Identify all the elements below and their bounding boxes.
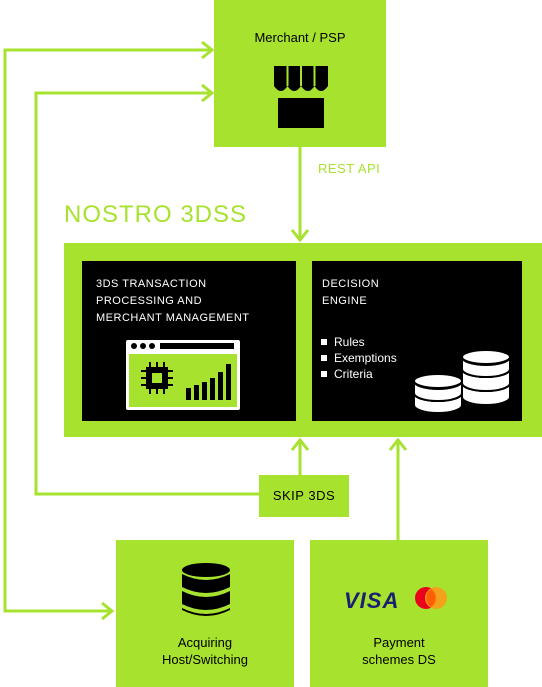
processing-panel: 3DS TRANSACTION PROCESSING AND MERCHANT … [82, 261, 296, 421]
database-icon [182, 563, 230, 616]
database-stack-icon [413, 349, 511, 414]
decision-label: DECISION ENGINE [322, 278, 380, 307]
nostro-title: NOSTRO 3DSS [64, 201, 248, 228]
bullet-criteria: Criteria [321, 366, 397, 382]
skip-3ds-label: SKIP 3DS [272, 488, 336, 503]
skip-3ds-box: SKIP 3DS [259, 475, 349, 517]
payment-box: VISA Payment schemes DS [310, 540, 488, 687]
bullet-exemptions: Exemptions [321, 350, 397, 366]
payment-label: Payment schemes DS [362, 635, 436, 667]
dashboard-chip-icon [126, 340, 240, 410]
acquiring-label: Acquiring Host/Switching [162, 635, 248, 667]
acquiring-to-merchant-line [3, 48, 212, 613]
skip-to-merchant-line [34, 91, 262, 496]
decision-panel: DECISION ENGINE Rules Exemptions Criteri… [312, 261, 522, 421]
merchant-box: Merchant / PSP [214, 0, 386, 147]
decision-bullets: Rules Exemptions Criteria [321, 334, 397, 382]
acquiring-box: Acquiring Host/Switching [116, 540, 294, 687]
merchant-label: Merchant / PSP [254, 30, 346, 45]
mastercard-icon [415, 587, 447, 609]
bullet-rules: Rules [321, 334, 397, 350]
processing-label: 3DS TRANSACTION PROCESSING AND MERCHANT … [96, 278, 250, 324]
visa-logo: VISA [344, 588, 400, 613]
rest-api-label: REST API [318, 161, 381, 176]
storefront-icon [274, 66, 328, 128]
